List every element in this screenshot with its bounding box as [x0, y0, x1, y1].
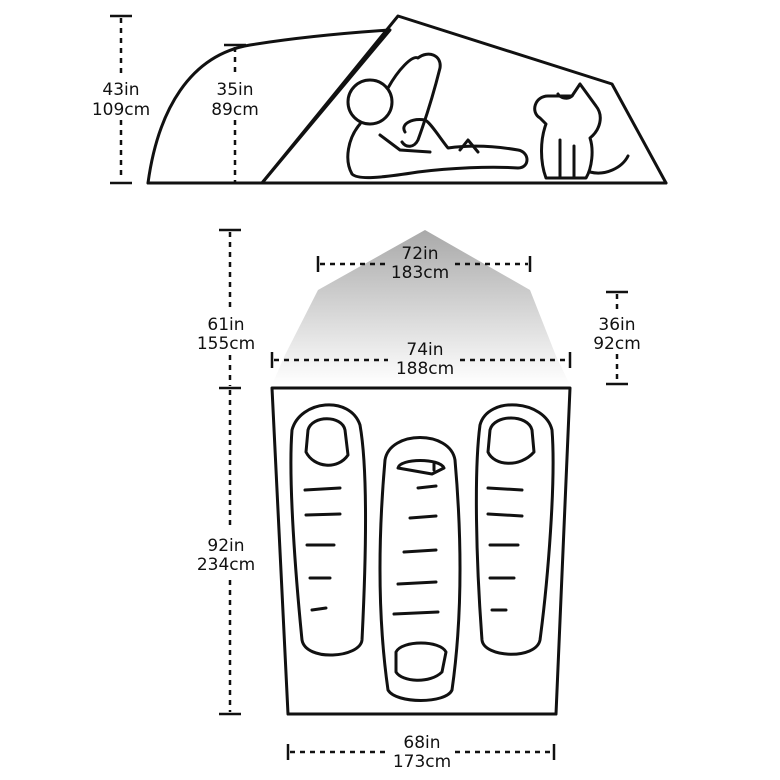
- tent-side-profile: [146, 28, 392, 185]
- vestibule-width-in: 72in: [401, 244, 438, 264]
- floor-length-cm: 234cm: [197, 555, 255, 575]
- head-width-cm: 188cm: [396, 359, 454, 379]
- foot-width-in: 68in: [403, 733, 440, 753]
- door-height-in: 35in: [216, 80, 253, 100]
- floor-length-in: 92in: [207, 536, 244, 556]
- tent-door-panel: [260, 14, 668, 185]
- floor-plan: 72in 183cm 74in 188cm 68in 173cm 61in 15…: [197, 228, 641, 772]
- side-view: 43in 109cm 35in 89cm: [92, 14, 668, 185]
- foot-width-cm: 173cm: [393, 752, 451, 772]
- sleeping-bag-icon: [289, 403, 367, 657]
- vestibule-depth-cm: 155cm: [197, 334, 255, 354]
- floor-outline: [270, 386, 572, 716]
- dog-sitting-icon: [533, 82, 630, 180]
- door-height-in: 36in: [598, 315, 635, 335]
- vestibule-area: [272, 230, 570, 385]
- head-width-in: 74in: [406, 340, 443, 360]
- door-height-cm: 89cm: [211, 100, 259, 120]
- vestibule-depth-in: 61in: [207, 315, 244, 335]
- peak-height-cm: 109cm: [92, 100, 150, 120]
- peak-height-in: 43in: [102, 80, 139, 100]
- person-reclining-icon: [346, 52, 529, 180]
- sleeping-bag-icon: [474, 403, 555, 656]
- door-height-cm: 92cm: [593, 334, 641, 354]
- sleeping-bag-icon: [378, 436, 462, 702]
- vestibule-width-cm: 183cm: [391, 263, 449, 283]
